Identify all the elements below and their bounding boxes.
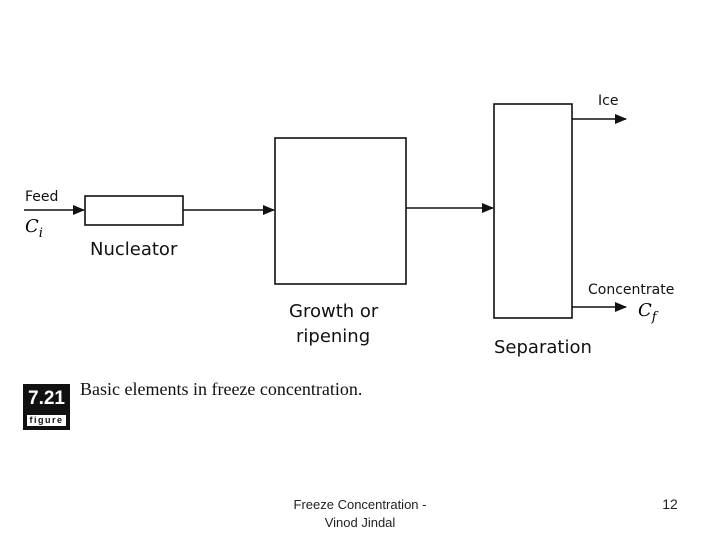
figure-number-badge: 7.21 figure [23,384,70,430]
figure-caption: Basic elements in freeze concentration. [80,379,363,399]
feed-label: Feed [25,189,58,205]
page-number: 12 [662,496,678,512]
growth-label-line1: Growth or [289,301,379,322]
growth-block [274,137,407,285]
slide-footer: Freeze Concentration - Vinod Jindal [260,496,460,532]
feed-concentration-symbol: Ci [25,216,43,241]
feed-symbol-subscript: i [39,226,43,241]
figure-number: 7.21 [28,388,65,409]
figure-word: figure [27,415,66,426]
concentrate-concentration-symbol: Cf [638,300,659,325]
nucleator-label: Nucleator [90,239,178,260]
feed-symbol: C [25,216,39,237]
ice-label: Ice [598,93,618,109]
growth-label: Growth or ripening [289,301,384,347]
separation-label: Separation [494,337,592,358]
nucleator-block [84,195,184,226]
footer-author: Vinod Jindal [324,515,396,530]
concentrate-symbol-subscript: f [651,310,659,325]
separation-block [493,103,573,319]
growth-label-line2: ripening [296,326,370,347]
concentrate-label: Concentrate [588,282,674,298]
footer-title: Freeze Concentration - [293,497,427,512]
concentrate-symbol: C [638,300,652,321]
